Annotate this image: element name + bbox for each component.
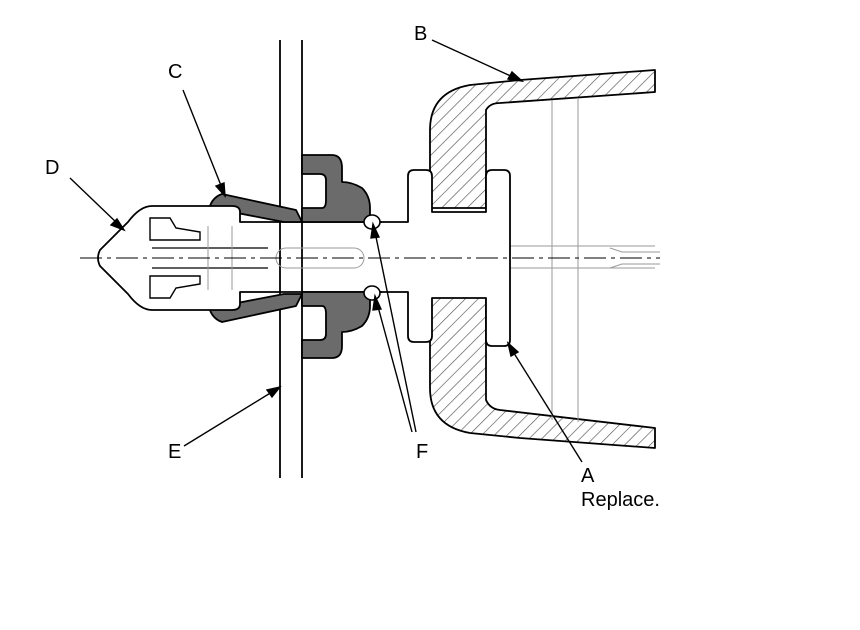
leader-lines <box>69 39 583 463</box>
label-e: E <box>168 441 182 463</box>
label-c: C <box>168 61 183 83</box>
label-a: A <box>581 465 595 487</box>
panel <box>279 40 303 478</box>
label-f: F <box>416 441 429 463</box>
replace-note: Replace. <box>581 489 660 511</box>
label-d: D <box>45 157 60 179</box>
shaft <box>268 221 382 293</box>
label-b: B <box>414 23 428 45</box>
